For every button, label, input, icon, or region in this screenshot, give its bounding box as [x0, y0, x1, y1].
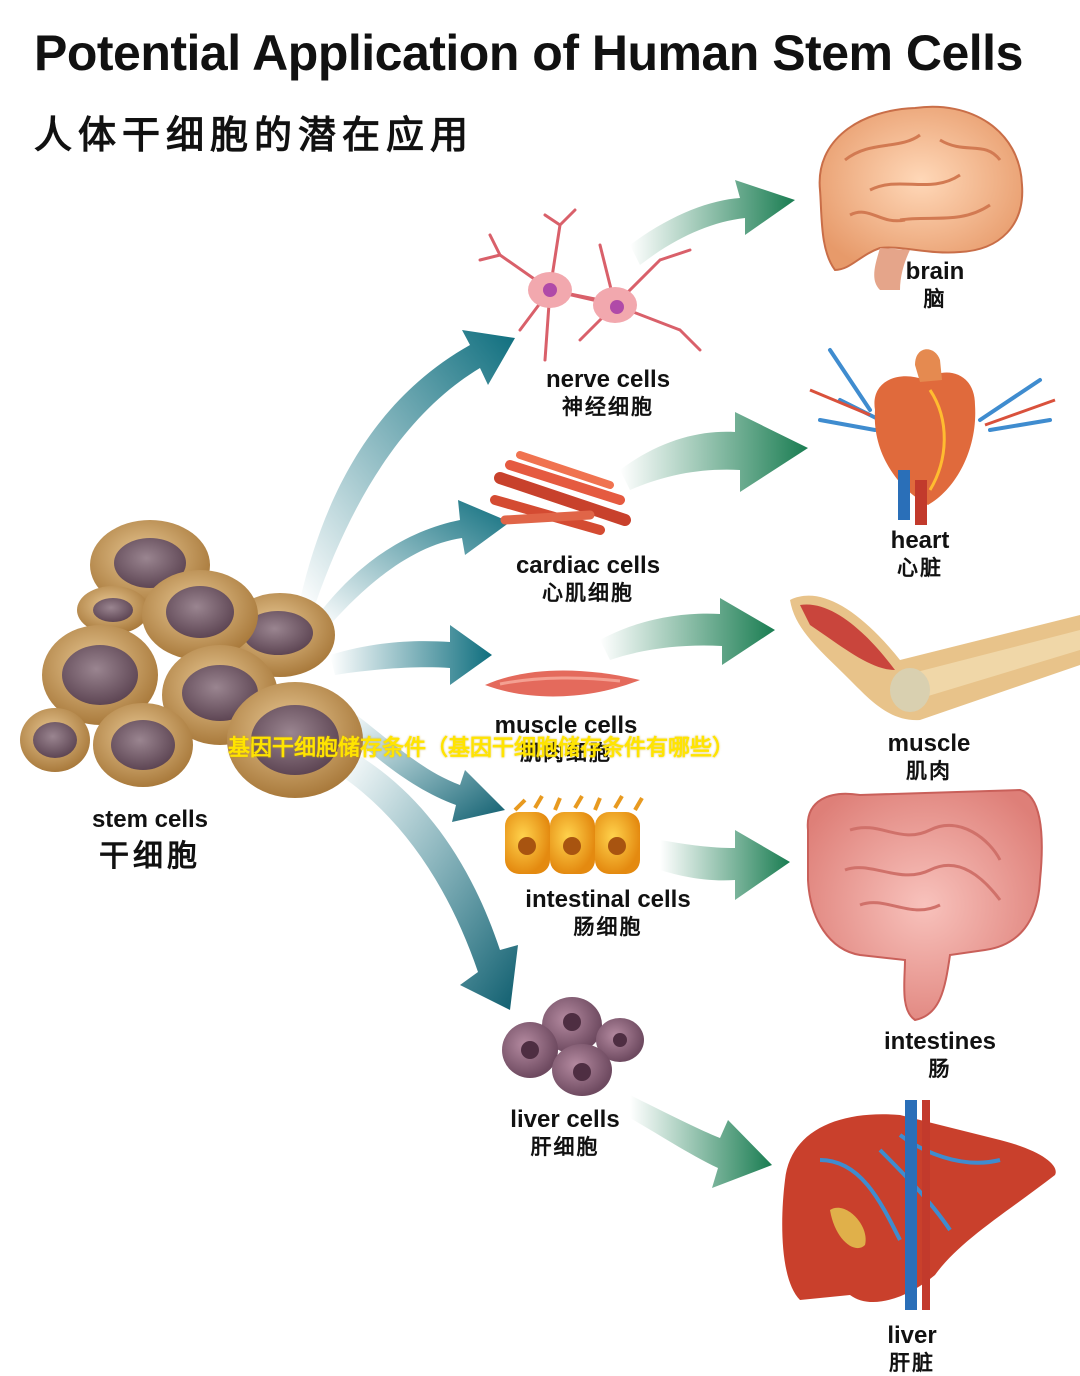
liver-cells-label-zh: 肝细胞: [530, 1134, 600, 1159]
cardiac-cells-label-en: cardiac cells: [515, 552, 661, 579]
arrow-to-brain: [630, 180, 795, 265]
muscle-cells-label: muscle cells 肌肉细胞: [478, 712, 654, 766]
muscle-label: muscle 肌肉: [870, 730, 988, 784]
cardiac-cells-label: cardiac cells 心肌细胞: [500, 552, 676, 606]
brain-label: brain 脑: [885, 258, 985, 312]
stem-cells-label-en: stem cells: [91, 806, 209, 833]
liver-cells-label: liver cells 肝细胞: [490, 1106, 640, 1160]
liver-label-zh: 肝脏: [889, 1350, 935, 1375]
liver-label: liver 肝脏: [862, 1322, 962, 1376]
arrow-to-nerve-cells: [300, 330, 515, 605]
muscle-label-zh: 肌肉: [906, 758, 952, 783]
brain-illustration: [818, 105, 1024, 290]
intestinal-cells-label: intestinal cells 肠细胞: [510, 886, 706, 940]
arrow-to-muscle-cells: [330, 625, 492, 685]
intestines-label: intestines 肠: [870, 1028, 1010, 1082]
arrow-to-heart: [620, 412, 808, 492]
muscle-cell-illustration: [485, 670, 640, 697]
heart-label-zh: 心脏: [897, 555, 943, 580]
nerve-cells-label-en: nerve cells: [545, 366, 671, 393]
cardiac-cells-label-zh: 心肌细胞: [542, 580, 634, 605]
arrow-to-muscle: [600, 598, 775, 665]
arm-muscle-illustration: [790, 595, 1080, 721]
muscle-cells-label-en: muscle cells: [494, 712, 638, 739]
arrow-to-intestines: [660, 830, 790, 900]
cardiac-cells-illustration: [490, 451, 631, 535]
intestines-label-en: intestines: [883, 1028, 997, 1055]
brain-label-zh: 脑: [923, 286, 947, 311]
stem-cells-illustration: [20, 520, 363, 798]
nerve-cells-label: nerve cells 神经细胞: [520, 366, 696, 420]
heart-illustration: [809, 348, 1056, 525]
heart-label: heart 心脏: [870, 527, 970, 581]
liver-illustration: [782, 1100, 1056, 1310]
liver-cells-label-en: liver cells: [510, 1106, 620, 1133]
muscle-label-en: muscle: [887, 730, 971, 757]
nerve-cells-illustration: [478, 208, 702, 362]
arrow-to-liver-cells: [340, 750, 518, 1010]
brain-label-en: brain: [905, 258, 965, 285]
page-subtitle: 人体干细胞的潜在应用: [34, 113, 475, 157]
watermark-overlay-text: 基因干细胞储存条件（基因干细胞储存条件有哪些）: [228, 736, 735, 761]
intestinal-cells-label-zh: 肠细胞: [573, 914, 643, 939]
intestinal-cells-label-en: intestinal cells: [525, 886, 691, 913]
muscle-cells-label-zh: 肌肉细胞: [520, 740, 612, 765]
heart-label-en: heart: [890, 527, 950, 554]
intestines-label-zh: 肠: [928, 1056, 952, 1081]
nerve-cells-label-zh: 神经细胞: [562, 394, 654, 419]
liver-cells-illustration: [502, 997, 644, 1096]
page-title: Potential Application of Human Stem Cell…: [34, 25, 1023, 81]
arrow-to-intestinal-cells: [345, 710, 505, 822]
arrow-to-cardiac-cells: [318, 500, 510, 625]
intestines-illustration: [806, 788, 1043, 1022]
intestinal-cells-illustration: [505, 794, 644, 874]
stem-cells-label: stem cells 干细胞: [80, 806, 220, 875]
arrow-to-liver: [630, 1095, 772, 1188]
liver-label-en: liver: [887, 1322, 937, 1349]
stem-cells-label-zh: 干细胞: [99, 838, 201, 874]
